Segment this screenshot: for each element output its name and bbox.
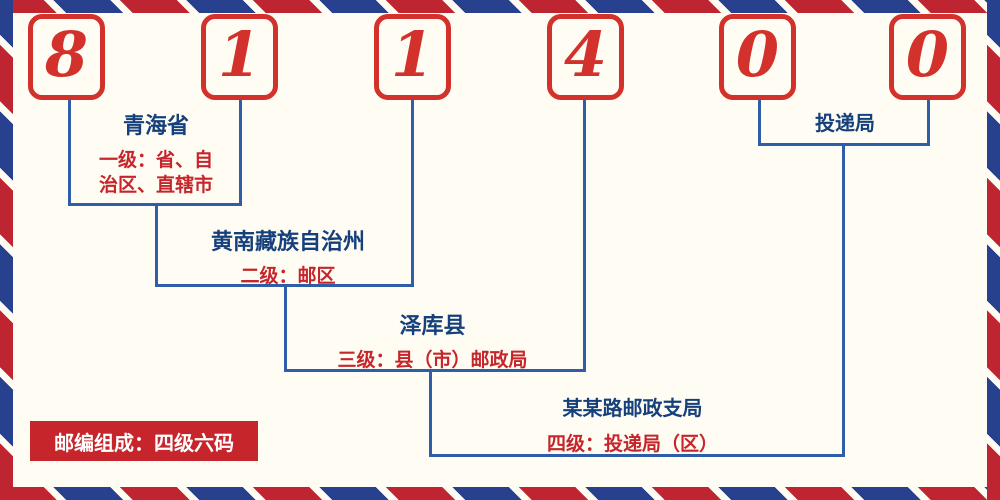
- level1-desc-line2: 治区、直辖市: [98, 174, 213, 197]
- connector-level4-left: [429, 369, 432, 457]
- postal-digit-3: 1: [390, 18, 435, 91]
- postal-digit-4: 4: [563, 18, 608, 91]
- level1-label-group: 青海省 一级：省、自 治区、直辖市: [70, 112, 242, 199]
- delivery-label-group: 投递局: [762, 110, 928, 137]
- connector-level2-left: [155, 203, 158, 287]
- level2-name: 黄南藏族自治州: [210, 230, 365, 255]
- level1-desc-line1: 一级：省、自: [98, 148, 213, 171]
- connector-delivery-bottom: [758, 143, 930, 146]
- postal-digit-2: 1: [217, 18, 262, 91]
- connector-level3-right: [583, 100, 586, 372]
- connector-level1-right: [239, 100, 242, 206]
- connector-delivery-left: [758, 100, 761, 146]
- postal-digit-5: 0: [735, 18, 780, 91]
- airmail-border-left: [0, 0, 13, 500]
- postal-digit-box-5: 0: [719, 14, 796, 100]
- delivery-name: 投递局: [815, 111, 875, 135]
- postal-digit-box-1: 8: [28, 14, 105, 100]
- connector-level2-right: [411, 100, 414, 287]
- airmail-border-right: [987, 0, 1000, 500]
- connector-level3-bottom: [284, 369, 586, 372]
- postcode-composition-badge: 邮编组成：四级六码: [30, 421, 258, 461]
- postal-digit-6: 0: [905, 18, 950, 91]
- level4-name: 某某路邮政支局: [562, 396, 703, 420]
- level3-label-group: 泽库县 三级：县（市）邮政局: [290, 312, 575, 373]
- postal-digit-1: 8: [44, 18, 89, 91]
- level2-label-group: 黄南藏族自治州 二级：邮区: [158, 228, 418, 289]
- connector-level1-left: [68, 100, 71, 206]
- airmail-border-bottom: [0, 487, 1000, 500]
- level4-desc: 四级：投递局（区）: [546, 433, 718, 455]
- postal-digit-box-2: 1: [201, 14, 278, 100]
- connector-level3-left: [284, 284, 287, 372]
- level2-desc: 二级：邮区: [240, 264, 336, 287]
- connector-delivery-right: [927, 100, 930, 146]
- level3-desc: 三级：县（市）邮政局: [337, 348, 528, 371]
- postal-digit-box-3: 1: [374, 14, 451, 100]
- connector-level4-bottom: [429, 454, 845, 457]
- level3-name: 泽库县: [399, 314, 466, 339]
- airmail-border-top: [0, 0, 1000, 13]
- postal-digit-box-4: 4: [547, 14, 624, 100]
- level4-label-group: 某某路邮政支局 四级：投递局（区）: [480, 395, 785, 458]
- level1-name: 青海省: [122, 114, 189, 139]
- postal-digit-box-6: 0: [889, 14, 966, 100]
- connector-level4-right: [842, 143, 845, 457]
